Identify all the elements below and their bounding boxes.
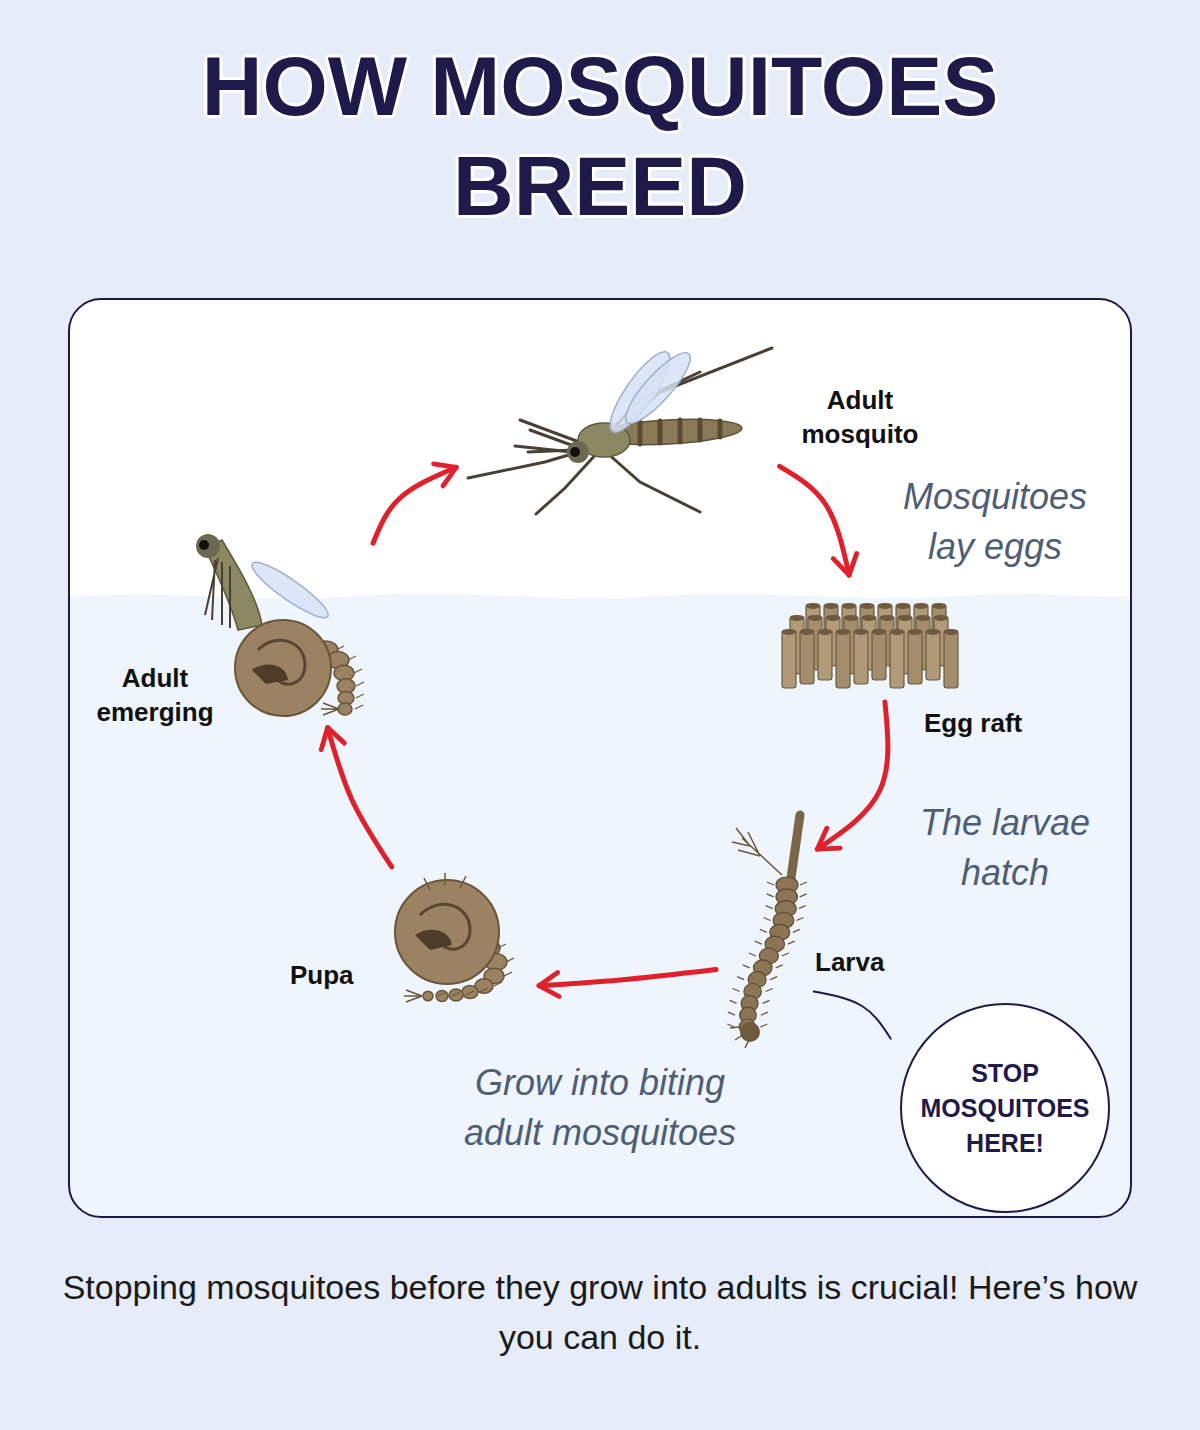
egg	[926, 630, 940, 680]
caption: Stopping mosquitoes before they grow int…	[60, 1262, 1140, 1362]
stage-larva: Larva	[722, 808, 810, 1048]
egg	[890, 630, 904, 688]
tail-hair	[356, 682, 364, 686]
tail-hair	[480, 988, 488, 992]
egg	[908, 630, 922, 684]
tail-segment	[423, 991, 433, 1001]
egg-top	[914, 603, 928, 609]
egg-top	[932, 603, 946, 609]
egg-raft-figure	[782, 603, 958, 688]
larva-head	[740, 1022, 760, 1042]
stage-label: Larva	[815, 945, 884, 979]
egg	[836, 630, 850, 688]
tail-segment	[338, 703, 352, 715]
stop-circle: STOP MOSQUITOES HERE!	[900, 1003, 1110, 1213]
egg-top	[926, 629, 940, 635]
egg-top	[800, 629, 814, 635]
egg-top	[896, 603, 910, 609]
tail-segment	[436, 991, 448, 1002]
stage-adult-emerging: Adult emerging	[190, 525, 370, 720]
tail-hair	[506, 958, 514, 962]
tail-segment	[462, 985, 478, 998]
tail-hair	[494, 982, 502, 986]
title: HOW MOSQUITOES BREED	[100, 36, 1100, 236]
egg-top	[908, 629, 922, 635]
paddle	[321, 703, 339, 715]
cycle-arrow	[373, 467, 456, 543]
egg-top	[916, 615, 930, 621]
egg-top	[844, 615, 858, 621]
tail-hair	[498, 944, 506, 948]
egg-top	[808, 615, 822, 621]
tail-hair	[438, 992, 446, 996]
stage-label: Adult mosquito	[785, 383, 935, 451]
adult-emerging-figure	[196, 534, 364, 716]
egg-top	[880, 615, 894, 621]
tail-hair	[452, 992, 460, 996]
stage-label: Egg raft	[924, 706, 1022, 740]
water	[69, 594, 1131, 1217]
tail-segment	[449, 989, 463, 1001]
egg-top	[878, 603, 892, 609]
tail-hair	[466, 991, 474, 995]
egg-top	[842, 603, 856, 609]
tail-hair	[336, 646, 344, 650]
cycle-arrow	[539, 969, 716, 985]
edge-label: Mosquitoes lay eggs	[885, 472, 1105, 572]
tail-hair	[348, 656, 356, 660]
egg-top	[818, 629, 832, 635]
egg-top	[836, 629, 850, 635]
paddle	[404, 990, 422, 1002]
stage-pupa: Pupa	[388, 872, 523, 1007]
edge-label: Grow into biting adult mosquitoes	[440, 1058, 760, 1158]
egg-top	[860, 603, 874, 609]
mosquito-figure	[468, 345, 772, 514]
egg-top	[826, 615, 840, 621]
cycle-arrow	[817, 702, 888, 849]
egg-top	[806, 603, 820, 609]
egg-top	[934, 615, 948, 621]
leader-line	[814, 992, 891, 1039]
stage-label: Adult emerging	[75, 661, 235, 729]
stage-adult-mosquito: Adult mosquito	[465, 340, 775, 515]
egg	[818, 630, 832, 680]
cycle-arrow	[328, 728, 392, 867]
edge-label: The larvae hatch	[900, 798, 1110, 898]
stage-label: Pupa	[290, 958, 354, 992]
panel-border	[69, 299, 1131, 1217]
larva-figure	[727, 815, 807, 1048]
egg	[944, 630, 958, 688]
tail-hair	[355, 705, 363, 709]
egg	[854, 630, 868, 684]
egg-top	[872, 629, 886, 635]
tail-hair	[354, 669, 362, 673]
egg-top	[782, 629, 796, 635]
stage-egg-raft: Egg raft	[778, 596, 973, 696]
cycle-arrow	[780, 466, 850, 575]
egg-top	[890, 629, 904, 635]
egg-top	[862, 615, 876, 621]
callout-text: STOP MOSQUITOES HERE!	[910, 1056, 1100, 1161]
egg-top	[854, 629, 868, 635]
egg-top	[790, 615, 804, 621]
egg	[782, 630, 796, 688]
tail-hair	[504, 972, 512, 976]
tail-hair	[356, 694, 364, 698]
egg	[800, 630, 814, 684]
pupa-figure	[395, 873, 514, 1002]
egg-top	[944, 629, 958, 635]
egg-top	[824, 603, 838, 609]
egg	[872, 630, 886, 680]
egg-top	[898, 615, 912, 621]
